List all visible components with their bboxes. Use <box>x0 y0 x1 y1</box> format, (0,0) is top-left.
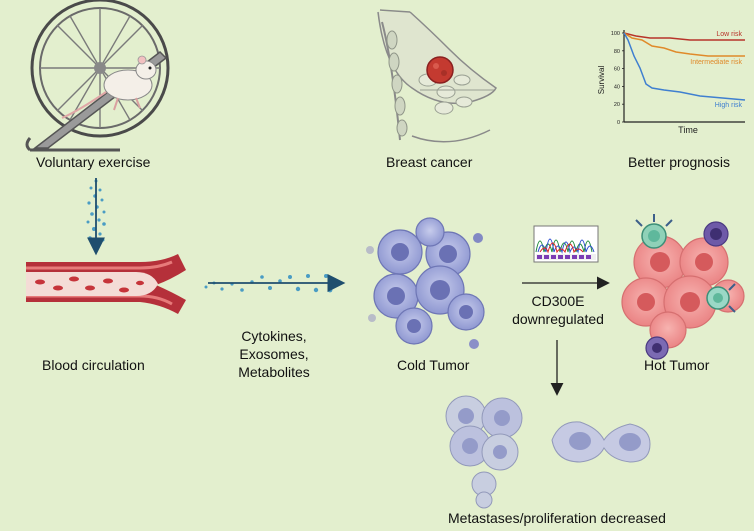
breast-illustration <box>377 9 497 143</box>
label-downregulated: downregulated <box>512 311 604 327</box>
series-line-low-risk <box>623 32 745 41</box>
label-cd300e: CD300E <box>531 293 585 309</box>
hot-tumor-cluster <box>621 214 745 360</box>
metastasis-cells <box>445 395 651 509</box>
immune-cell-purple-2 <box>645 336 669 360</box>
chart-y-tick-label: 60 <box>614 67 620 73</box>
label-better-prognosis: Better prognosis <box>628 154 730 170</box>
chart-ylabel: Survival <box>597 66 606 95</box>
legend-low-risk: Low risk <box>716 31 742 38</box>
label-cold-tumor: Cold Tumor <box>397 357 470 373</box>
label-exosomes: Exosomes, <box>239 346 309 362</box>
legend-intermediate-risk: Intermediate risk <box>690 59 742 66</box>
chart-xlabel: Time <box>678 125 698 135</box>
legend-high-risk: High risk <box>715 102 743 109</box>
cold-tumor-cluster <box>366 217 485 349</box>
label-voluntary-exercise: Voluntary exercise <box>36 154 151 170</box>
immune-cell-teal <box>635 214 673 249</box>
label-secreted-factors: Cytokines, Exosomes, Metabolites <box>226 327 322 381</box>
label-hot-tumor: Hot Tumor <box>644 357 710 373</box>
label-metabolites: Metabolites <box>238 364 310 380</box>
chart-y-tick-label: 40 <box>614 84 620 90</box>
immune-cell-purple <box>703 221 729 247</box>
blood-vessel-illustration <box>26 254 186 314</box>
series-line-intermediate-risk <box>623 32 745 57</box>
sequencing-chromatogram <box>533 225 599 263</box>
chart-y-ticks: 100 80 60 40 20 0 <box>611 31 624 126</box>
hamster-wheel-icon <box>25 0 170 152</box>
label-gene-regulation: CD300E downregulated <box>508 292 608 328</box>
chart-y-tick-label: 0 <box>617 120 620 126</box>
chart-y-tick-label: 20 <box>614 102 620 108</box>
label-blood-circulation: Blood circulation <box>42 357 145 373</box>
chart-y-tick-label: 80 <box>614 49 620 55</box>
label-breast-cancer: Breast cancer <box>386 154 473 170</box>
immune-cell-teal-2 <box>706 283 736 313</box>
series-line-high-risk <box>623 32 746 101</box>
chart-y-tick-label: 100 <box>611 31 620 37</box>
label-metastases-decreased: Metastases/proliferation decreased <box>448 510 666 526</box>
survival-chart: 100 80 60 40 20 0 Survival Time Low risk Inte… <box>597 30 746 135</box>
label-cytokines: Cytokines, <box>241 328 307 344</box>
